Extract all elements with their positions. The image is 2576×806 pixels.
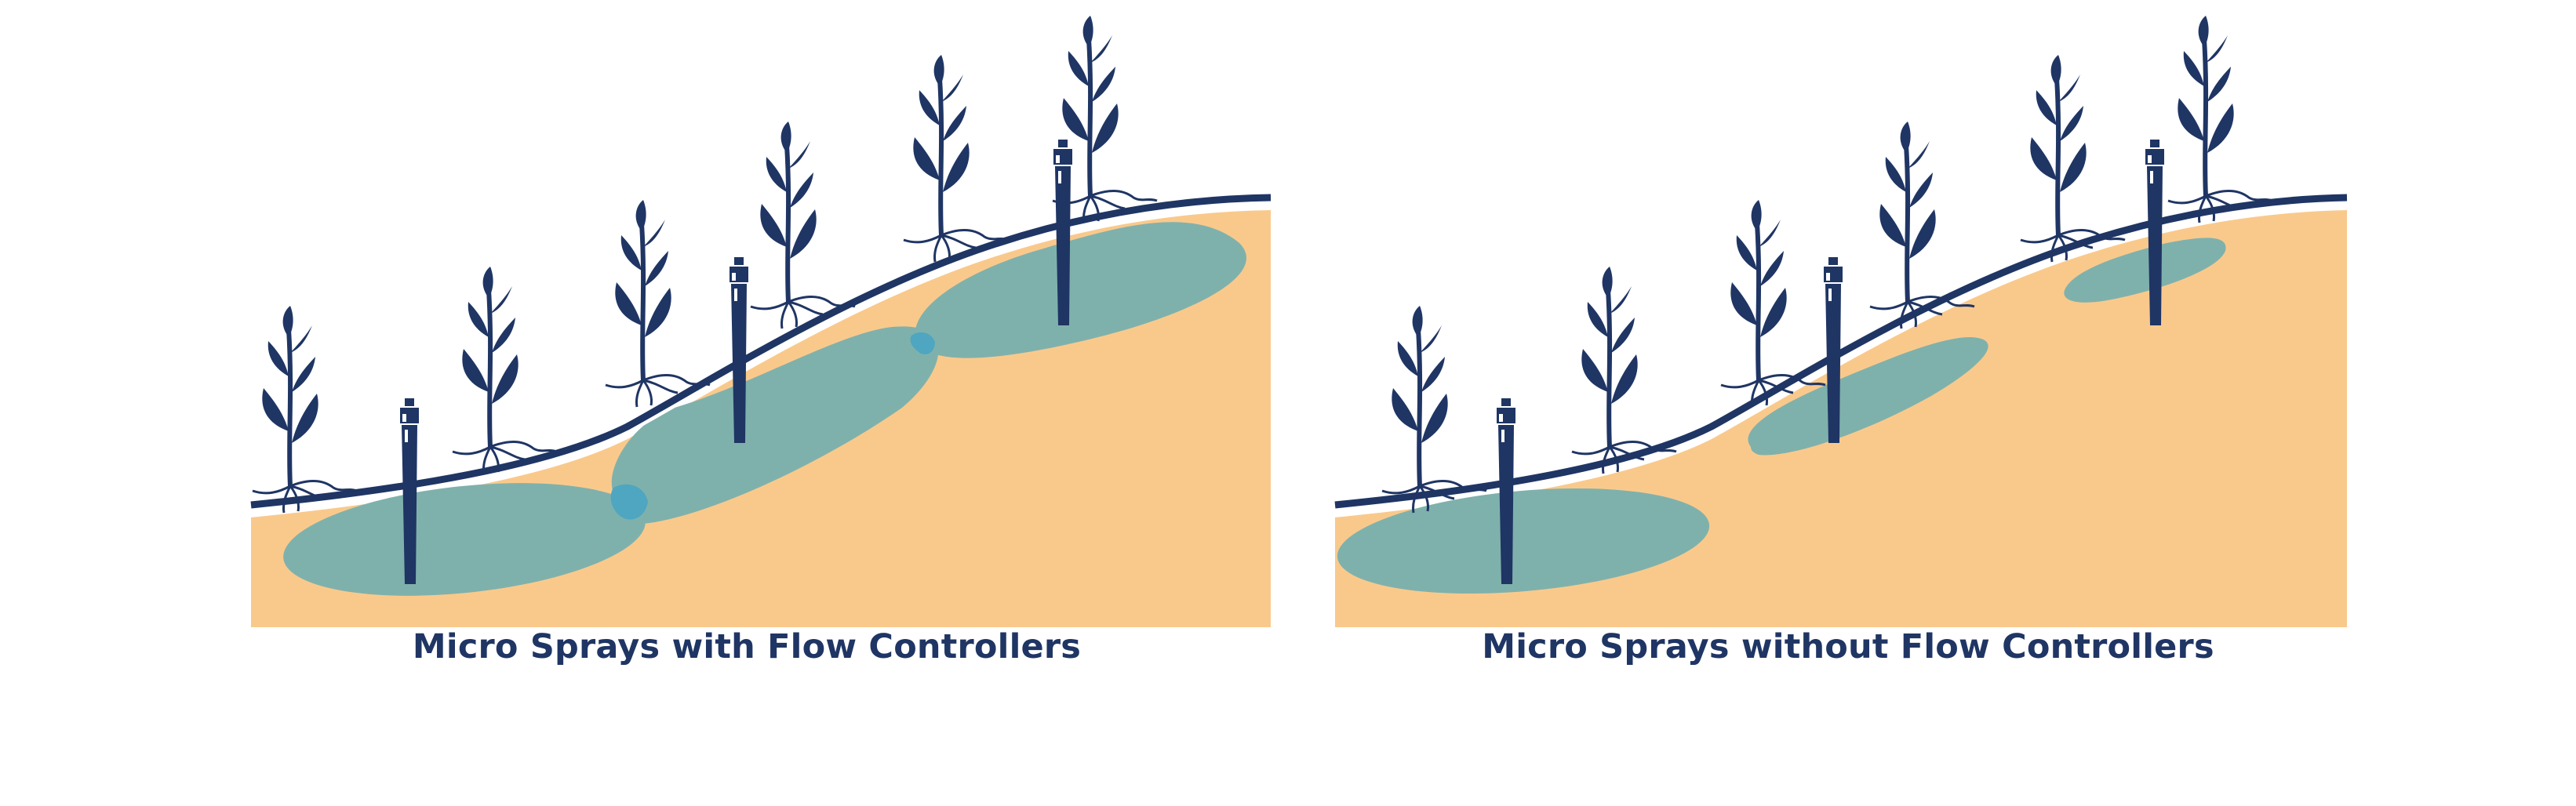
hillside-diagram-with-controllers [0, 0, 1272, 627]
plant-icon [2168, 16, 2272, 223]
plant-icon [606, 200, 710, 407]
plant-icon [253, 306, 357, 513]
water-zone [915, 222, 1246, 358]
water-zone [611, 326, 939, 524]
water-overlap [910, 332, 935, 354]
plant-icon [751, 122, 855, 329]
water-zone [1748, 337, 1988, 456]
plant-icon [453, 267, 557, 474]
water-zone [283, 483, 646, 596]
panel-with-flow-controllers: Micro Sprays with Flow Controllers [0, 0, 1272, 666]
caption-with-flow-controllers: Micro Sprays with Flow Controllers [412, 627, 1082, 666]
irrigation-line [250, 194, 1272, 509]
water-overlap [610, 484, 648, 520]
panel-without-flow-controllers: Micro Sprays without Flow Controllers [1288, 0, 2576, 806]
caption-without-flow-controllers: Micro Sprays without Flow Controllers [1482, 627, 2214, 666]
water-zone [1337, 488, 1710, 594]
water-zone [2064, 238, 2226, 303]
plant-icon [904, 55, 1008, 262]
hillside-diagram-without-controllers [1334, 0, 2348, 627]
